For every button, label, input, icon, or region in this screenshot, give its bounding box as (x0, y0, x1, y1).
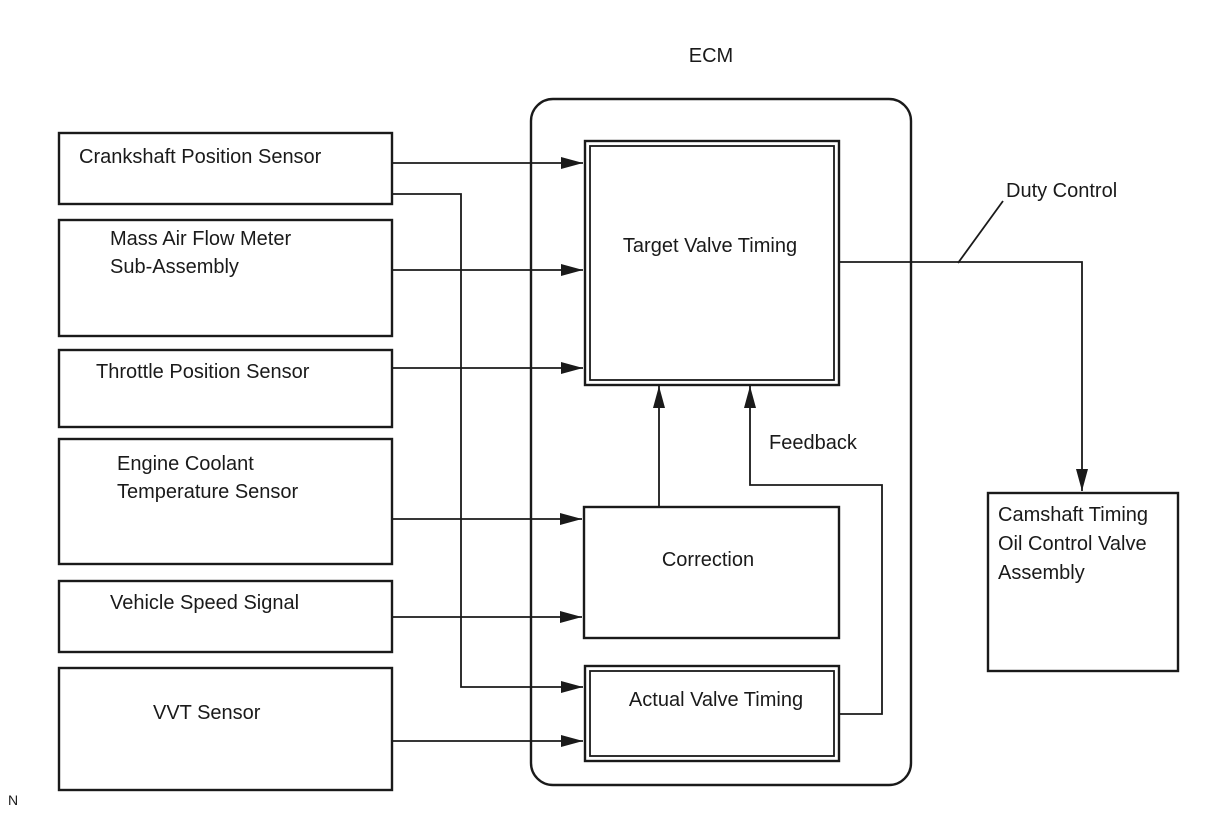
sensor-speed-label: Vehicle Speed Signal (110, 592, 299, 614)
block-target-valve-timing: Target Valve Timing (583, 139, 841, 387)
arrow-feedback-loop (744, 386, 883, 715)
sensor-crankshaft-label: Crankshaft Position Sensor (79, 146, 322, 168)
block-actual-label: Actual Valve Timing (629, 689, 803, 711)
sensor-coolant-label-line2: Temperature Sensor (117, 481, 299, 503)
arrow-crankshaft-to-actual (392, 193, 583, 693)
ecm-title: ECM (689, 45, 733, 67)
sensor-throttle-position: Throttle Position Sensor (57, 348, 394, 429)
sensor-maf-label-line1: Mass Air Flow Meter (110, 228, 291, 250)
block-correction-label: Correction (662, 549, 754, 571)
feedback-label: Feedback (769, 432, 858, 454)
duty-control-label: Duty Control (1006, 180, 1117, 202)
sensor-vvt-label: VVT Sensor (153, 702, 261, 724)
sensor-coolant-label-line1: Engine Coolant (117, 453, 254, 475)
block-correction: Correction (582, 505, 841, 640)
output-label-line1: Camshaft Timing (998, 504, 1148, 526)
duty-control-leader-line (957, 200, 1004, 264)
sensor-throttle-label: Throttle Position Sensor (96, 361, 310, 383)
sensor-crankshaft: Crankshaft Position Sensor (57, 131, 394, 206)
output-label-line2: Oil Control Valve (998, 533, 1147, 555)
output-camshaft-ocv: Camshaft Timing Oil Control Valve Assemb… (986, 491, 1180, 673)
sensor-maf-label-line2: Sub-Assembly (110, 256, 239, 278)
sensor-vvt: VVT Sensor (57, 666, 394, 792)
output-label-line3: Assembly (998, 562, 1085, 584)
corner-mark: N (8, 792, 18, 808)
block-target-label: Target Valve Timing (623, 235, 797, 257)
sensor-engine-coolant: Engine Coolant Temperature Sensor (57, 437, 394, 566)
sensor-vehicle-speed: Vehicle Speed Signal (57, 579, 394, 654)
arrow-duty-control-output (839, 261, 1088, 491)
block-actual-valve-timing: Actual Valve Timing (583, 664, 841, 763)
sensor-mass-air-flow: Mass Air Flow Meter Sub-Assembly (57, 218, 394, 338)
